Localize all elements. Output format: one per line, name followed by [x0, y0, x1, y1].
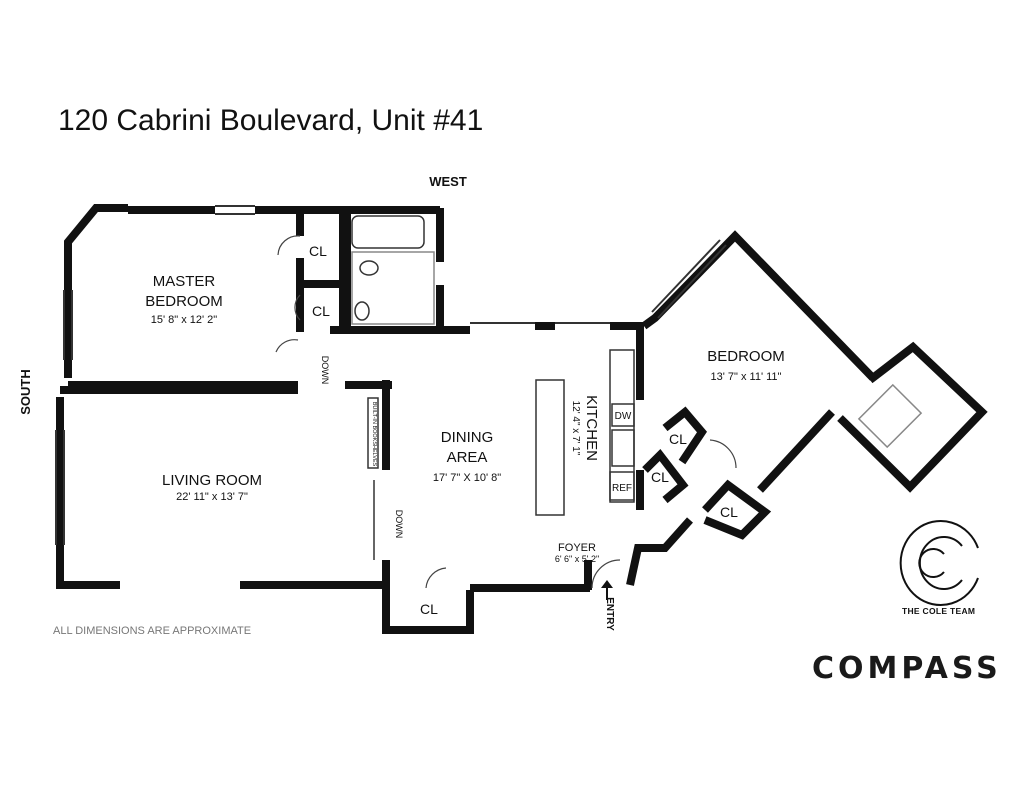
closet-label: CL: [420, 601, 438, 617]
fixtures: [351, 215, 923, 560]
wall-cl-a: [662, 406, 708, 465]
bath-tile-floor: [351, 251, 435, 325]
door-entry: [591, 559, 621, 589]
walls: [56, 204, 988, 634]
counter-island: [535, 379, 565, 516]
entry-label: ENTRY: [604, 597, 615, 631]
cole-team-logo-icon: [899, 520, 979, 606]
page-title: 120 Cabrini Boulevard, Unit #41: [58, 104, 484, 137]
window-bedroom: [657, 244, 727, 319]
master-bedroom-label-2: BEDROOM: [145, 293, 223, 310]
door-closet-top: [277, 235, 301, 256]
doors: [275, 235, 737, 589]
kitchen-label: KITCHEN: [583, 395, 600, 461]
kitchen-counter: [609, 349, 635, 501]
kitchen-dims: 12' 4" x 7' 1": [570, 401, 581, 456]
dishwasher: [611, 403, 635, 427]
living-room-label: LIVING ROOM: [162, 472, 262, 489]
wall-foyer: [626, 517, 693, 586]
bath2-tile: [857, 383, 923, 449]
master-bedroom-label-1: MASTER: [153, 273, 216, 290]
wall-cl-c: [702, 479, 772, 540]
entry-arrow-icon: [601, 580, 613, 600]
brand-team: THE COLE TEAM: [902, 606, 976, 616]
window-bedroom-b: [651, 239, 721, 313]
compass-west: WEST: [429, 174, 467, 189]
bedroom-label: BEDROOM: [707, 348, 785, 365]
door-bottom-closet: [425, 567, 447, 589]
built-in-label: BUILT-IN BOOKSHELVES: [371, 402, 377, 467]
refrigerator: [609, 471, 635, 503]
closet-label: CL: [651, 469, 669, 485]
master-bedroom-dims: 15' 8" x 12' 2": [151, 314, 218, 326]
door-master: [275, 339, 299, 353]
bathtub: [351, 215, 425, 249]
door-closet-mid: [294, 294, 301, 321]
closet-label: CL: [309, 243, 327, 259]
living-room-dims: 22' 11" x 13' 7": [176, 491, 248, 503]
toilet-icon: [359, 260, 379, 276]
windows: [55, 205, 727, 545]
closet-label: CL: [669, 431, 687, 447]
wall-master-west: [64, 204, 128, 378]
ref-label: REF: [612, 483, 632, 494]
bedroom-dims: 13' 7" x 11' 11": [711, 371, 782, 383]
closet-label: CL: [312, 303, 330, 319]
dimensions-note: ALL DIMENSIONS ARE APPROXIMATE: [53, 625, 252, 637]
foyer-dims: 6' 6" x 5' 2": [555, 554, 599, 564]
wall-cl-b: [642, 448, 689, 504]
wall-bath2: [837, 341, 988, 493]
wall-bedroom-se: [757, 409, 835, 493]
foyer-label: FOYER: [558, 542, 596, 554]
wall-bottom-closet: [382, 586, 474, 634]
dw-label: DW: [615, 411, 632, 422]
sink-icon: [354, 301, 370, 321]
built-in-bookshelves: [367, 397, 379, 469]
room-labels: WEST SOUTH MASTER BEDROOM 15' 8" x 12' 2…: [18, 174, 785, 631]
down-label-living: DOWN: [394, 510, 404, 539]
dining-area-label-2: AREA: [447, 449, 488, 466]
kitchen-sink: [611, 429, 635, 467]
door-bedroom: [709, 439, 737, 469]
down-label-hall: DOWN: [320, 356, 330, 385]
dining-area-dims: 17' 7" X 10' 8": [433, 472, 501, 484]
brand-logo: COMPASS: [812, 651, 1002, 686]
compass-south: SOUTH: [18, 369, 33, 415]
closet-label: CL: [720, 504, 738, 520]
dining-area-label-1: DINING: [441, 429, 494, 446]
wall-living: [56, 397, 120, 589]
